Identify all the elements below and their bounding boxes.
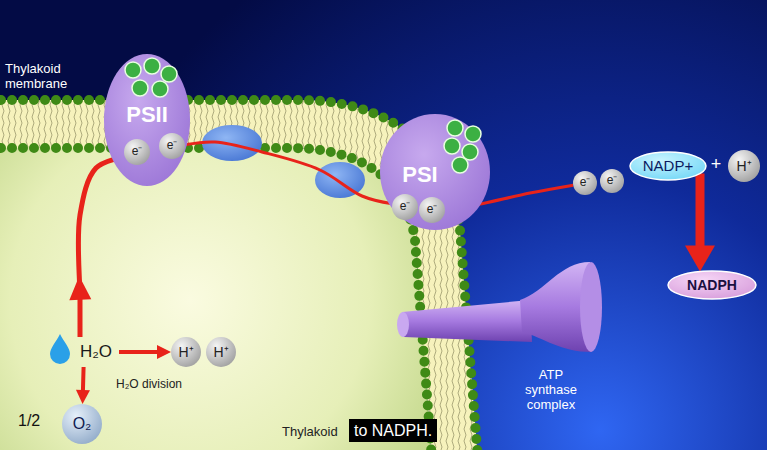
node-text: e⁻ xyxy=(427,203,438,217)
coefficient: 1/2 xyxy=(18,412,48,430)
electron-circle: e⁻ xyxy=(600,169,624,193)
chlorophyll xyxy=(465,126,481,142)
arrowhead xyxy=(69,276,91,300)
node-outline xyxy=(728,150,760,182)
region-label: Thylakoid membrane xyxy=(5,62,87,92)
node-text: e⁻ xyxy=(400,200,411,214)
node-text: NADPH xyxy=(687,277,737,293)
chlorophyll xyxy=(125,62,141,78)
chlorophyll xyxy=(152,81,168,97)
connector-line xyxy=(185,142,392,204)
flow-arrow xyxy=(76,367,90,404)
proton-circle: H⁺ xyxy=(728,150,760,182)
electron-circle: e⁻ xyxy=(419,197,445,223)
oxygen-circle: O₂ xyxy=(62,404,102,444)
chlorophyll xyxy=(132,80,148,96)
node-text: H⁺ xyxy=(178,344,193,360)
flow-arrow xyxy=(685,174,715,272)
region-label: Thylakoid xyxy=(282,425,346,440)
electron-circle: e⁻ xyxy=(159,133,185,159)
node-text: NADP+ xyxy=(643,157,693,174)
node-text: e⁻ xyxy=(167,139,178,153)
nadp-oval: NADP+ xyxy=(630,152,706,180)
water-node: H₂O xyxy=(49,337,119,367)
node-outline xyxy=(419,197,445,223)
lipid-heads xyxy=(0,148,432,450)
node-outline xyxy=(171,337,201,367)
water-droplet xyxy=(50,334,70,364)
flow-arrow xyxy=(119,345,171,359)
arrowhead xyxy=(76,390,90,404)
nadph-oval: NADPH xyxy=(668,271,756,299)
connector-line xyxy=(78,157,125,337)
chlorophyll xyxy=(161,66,177,82)
plus-sign: + xyxy=(709,154,723,175)
atp-synthase xyxy=(580,262,602,352)
arrowhead xyxy=(685,246,715,272)
node-outline xyxy=(124,139,150,165)
photosystem-ii: PSII e⁻ e⁻ xyxy=(104,54,190,186)
node-outline xyxy=(392,194,418,220)
part-label: ATP synthase complex xyxy=(515,368,587,413)
arrowhead xyxy=(157,345,171,359)
node-text: PSII xyxy=(126,102,168,127)
node-text: e⁻ xyxy=(132,145,143,159)
node-outline xyxy=(630,152,706,180)
thylakoid-lumen xyxy=(0,148,432,450)
node-text: H⁺ xyxy=(213,344,228,360)
atp-synthase xyxy=(397,312,409,337)
node-outline xyxy=(668,271,756,299)
flow-arrow xyxy=(185,142,392,204)
node-outline xyxy=(573,171,597,195)
node-outline xyxy=(104,54,190,186)
node-outline xyxy=(206,337,236,367)
atp-synthase xyxy=(402,300,532,342)
chlorophyll xyxy=(144,58,160,74)
node-outline xyxy=(380,114,490,230)
node-text: PSI xyxy=(402,162,437,187)
chlorophyll xyxy=(447,120,463,136)
atp-synthase xyxy=(397,262,602,352)
node-text: e⁻ xyxy=(580,176,591,190)
electron-circle: e⁻ xyxy=(392,194,418,220)
process-label: H₂O division xyxy=(116,378,226,392)
node-text: H⁺ xyxy=(736,158,751,174)
chlorophyll xyxy=(444,138,460,154)
proton-circle: H⁺ xyxy=(171,337,201,367)
photosystem-i: PSI e⁻ e⁻ xyxy=(380,114,490,230)
flow-arrow xyxy=(69,157,125,337)
electron-circle: e⁻ xyxy=(124,139,150,165)
node-text: e⁻ xyxy=(607,174,618,188)
proton-circle: H⁺ xyxy=(206,337,236,367)
node-text: O₂ xyxy=(73,415,92,433)
node-outline xyxy=(600,169,624,193)
node-outline xyxy=(159,133,185,159)
node-text: H₂O xyxy=(80,342,112,362)
electron-circle: e⁻ xyxy=(573,171,597,195)
chlorophyll xyxy=(452,157,468,173)
node-outline xyxy=(62,404,102,444)
video-caption: to NADPH. xyxy=(349,419,437,442)
